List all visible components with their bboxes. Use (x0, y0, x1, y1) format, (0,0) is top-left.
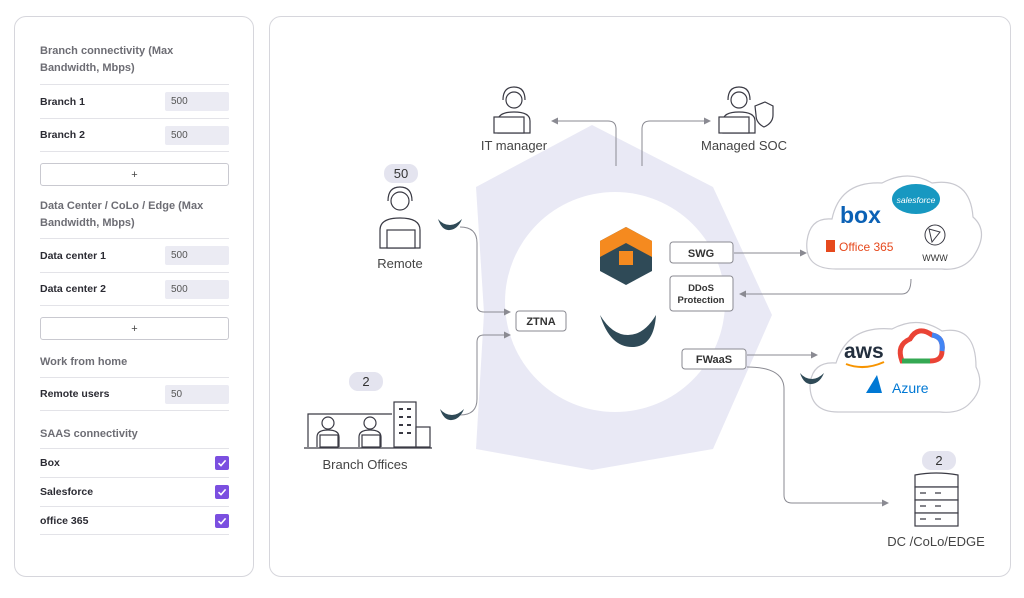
firewall-logo-icon (600, 227, 652, 285)
branch-row-1: Branch 1 (40, 84, 229, 118)
aws-smile-icon (845, 361, 885, 368)
branch-count: 2 (362, 374, 369, 389)
ddos-service-box[interactable]: DDoS Protection (669, 275, 734, 312)
globe-icon (924, 224, 946, 246)
saas-box-checkbox[interactable] (215, 456, 229, 470)
saas-row-box: Box (40, 448, 229, 477)
saas-office365-checkbox[interactable] (215, 513, 229, 528)
saas-cloud (806, 175, 983, 270)
check-icon (217, 488, 227, 496)
fwaas-label: FWaaS (696, 354, 732, 366)
edge-logo-icon (800, 373, 824, 385)
branch-1-label: Branch 1 (40, 95, 85, 108)
edge-logo-icon (438, 219, 462, 231)
datacenter-2-label: Data center 2 (40, 283, 106, 295)
branch-section-title: Branch connectivity (Max Bandwidth, Mbps… (40, 45, 174, 74)
check-icon (217, 459, 227, 467)
config-panel: Branch connectivity (Max Bandwidth, Mbps… (14, 16, 254, 577)
it-manager-icon (493, 86, 531, 134)
managed-soc-icon (718, 86, 774, 134)
vendor-logo-icon (600, 315, 656, 347)
saas-section-title: SAAS connectivity (40, 428, 138, 440)
branch-office-icon (304, 401, 432, 449)
branch-row-2: Branch 2 (40, 118, 229, 152)
remote-count: 50 (394, 166, 408, 181)
wfh-section-title: Work from home (40, 356, 128, 368)
branch-1-bandwidth-input[interactable] (165, 92, 229, 111)
azure-logo-text: Azure (892, 380, 929, 396)
network-diagram-panel: IT manager Managed SOC 50 Remote 2 Branc… (269, 16, 1011, 577)
google-cloud-logo-icon (897, 328, 945, 364)
add-branch-button[interactable]: + (40, 163, 229, 186)
branch-offices-label: Branch Offices (322, 457, 408, 472)
dc-label: DC /CoLo/EDGE (887, 534, 985, 549)
managed-soc-label: Managed SOC (701, 138, 787, 153)
remote-users-label: Remote users (40, 388, 110, 400)
office365-logo-icon (826, 240, 835, 252)
salesforce-logo-text: salesforce (897, 195, 936, 205)
check-icon (217, 517, 227, 525)
branch-count-badge (349, 372, 383, 391)
server-icon (914, 472, 959, 527)
aws-logo: aws (844, 340, 884, 363)
saas-salesforce-label: Salesforce (40, 486, 94, 498)
datacenter-1-label: Data center 1 (40, 249, 106, 262)
iaas-cloud (809, 321, 981, 413)
saas-office365-label: office 365 (40, 514, 89, 527)
saas-box-label: Box (40, 457, 60, 469)
ddos-label-line2: Protection (678, 295, 725, 306)
saas-salesforce-checkbox[interactable] (215, 485, 229, 499)
network-diagram: IT manager Managed SOC 50 Remote 2 Branc… (304, 86, 985, 549)
fwaas-service-box[interactable]: FWaaS (681, 348, 747, 370)
connector-lines (459, 117, 912, 507)
branch-2-bandwidth-input[interactable] (165, 125, 229, 145)
add-datacenter-button[interactable]: + (40, 317, 229, 340)
saas-row-salesforce: Salesforce (40, 477, 229, 506)
remote-user-icon (379, 186, 421, 249)
datacenter-1-bandwidth-input[interactable] (165, 246, 229, 265)
it-manager-label: IT manager (481, 138, 548, 153)
datacenter-row-1: Data center 1 (40, 238, 229, 272)
dc-count: 2 (935, 453, 942, 468)
salesforce-logo-icon (892, 184, 940, 214)
branch-2-label: Branch 2 (40, 129, 85, 141)
ztna-service-box[interactable]: ZTNA (515, 310, 567, 332)
office365-logo-text: Office 365 (839, 240, 894, 254)
remote-label: Remote (377, 256, 423, 271)
ddos-label-line1: DDoS (688, 283, 714, 294)
edge-logo-icon (440, 409, 464, 421)
swg-label: SWG (688, 248, 714, 260)
datacenter-row-2: Data center 2 (40, 272, 229, 306)
datacenter-section-title: Data Center / CoLo / Edge (Max Bandwidth… (40, 200, 204, 229)
saas-row-office365: office 365 (40, 506, 229, 535)
azure-logo-icon (866, 375, 882, 393)
swg-service-box[interactable]: SWG (669, 241, 734, 264)
remote-count-badge (384, 164, 418, 183)
remote-users-row: Remote users (40, 377, 229, 411)
remote-users-input[interactable] (165, 384, 229, 404)
datacenter-2-bandwidth-input[interactable] (165, 279, 229, 299)
box-logo: box (840, 202, 881, 228)
www-label: WWW (922, 253, 948, 263)
ztna-label: ZTNA (526, 316, 555, 328)
dc-count-badge (922, 451, 956, 470)
